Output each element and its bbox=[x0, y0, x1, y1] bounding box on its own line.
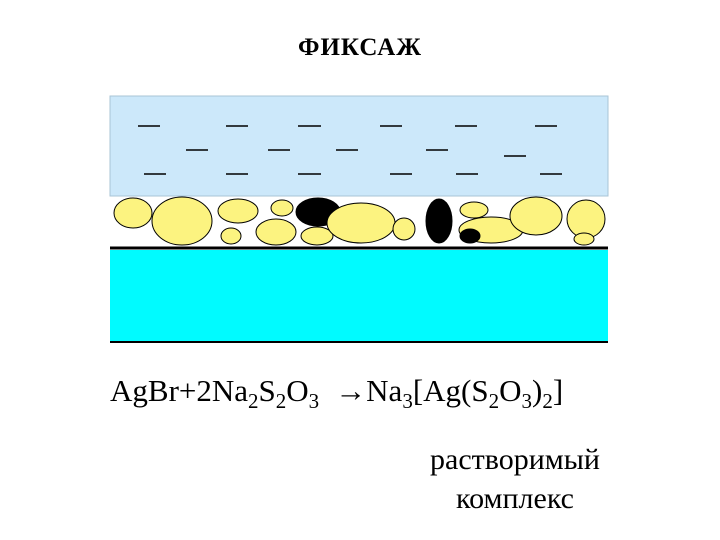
caption-soluble: растворимый bbox=[430, 443, 600, 476]
reactant-agbr: AgBr bbox=[110, 373, 179, 408]
complex-oxygen-subscript: 3 bbox=[521, 389, 533, 413]
silver-halide-crystal bbox=[392, 217, 416, 241]
silver-halide-crystal bbox=[459, 201, 489, 219]
silver-halide-crystal bbox=[326, 202, 396, 244]
complex-oxygen-symbol: O bbox=[499, 373, 522, 408]
sulfur-symbol: S bbox=[258, 373, 276, 408]
sodium-symbol: Na bbox=[211, 373, 249, 408]
silver-halide-crystal bbox=[270, 199, 294, 217]
sodium-subscript: 2 bbox=[248, 389, 259, 413]
oxygen-subscript: 3 bbox=[308, 389, 320, 413]
silver-halide-crystal bbox=[573, 232, 595, 246]
oxygen-symbol: O bbox=[286, 373, 309, 408]
sulfur-subscript: 2 bbox=[275, 389, 287, 413]
silver-halide-crystal bbox=[300, 226, 334, 246]
complex-ligand-count: 2 bbox=[542, 389, 553, 413]
silver-halide-crystal bbox=[217, 198, 259, 224]
plus-sign: + bbox=[178, 373, 197, 408]
silver-halide-crystal bbox=[255, 218, 297, 246]
metallic-silver-grain bbox=[425, 198, 453, 244]
complex-paren-close: ) bbox=[532, 373, 543, 408]
emulsion-layer bbox=[113, 196, 606, 246]
caption-complex: комплекс bbox=[456, 482, 574, 515]
complex-sulfur-subscript: 2 bbox=[488, 389, 500, 413]
reaction-equation: AgBr+2Na2S2O3→Na3[Ag(S2O3)2] bbox=[110, 373, 564, 412]
film-base-layer bbox=[110, 250, 608, 342]
reaction-arrow: → bbox=[335, 373, 367, 408]
complex-open: [Ag(S bbox=[412, 373, 489, 408]
silver-halide-crystal bbox=[566, 199, 606, 239]
complex-bracket-close: ] bbox=[552, 373, 564, 408]
metallic-silver-grain bbox=[459, 228, 481, 244]
diagram-title: ФИКСАЖ bbox=[297, 34, 422, 61]
product-sodium-symbol: Na bbox=[366, 373, 403, 408]
coefficient: 2 bbox=[196, 373, 212, 408]
silver-halide-crystal bbox=[151, 196, 213, 246]
product-sodium-subscript: 3 bbox=[402, 389, 413, 413]
fixer-solution-layer bbox=[109, 95, 609, 197]
silver-halide-crystal bbox=[113, 197, 153, 229]
silver-halide-crystal bbox=[220, 227, 242, 245]
solution-dashes bbox=[138, 125, 562, 175]
silver-halide-crystal bbox=[509, 196, 563, 236]
